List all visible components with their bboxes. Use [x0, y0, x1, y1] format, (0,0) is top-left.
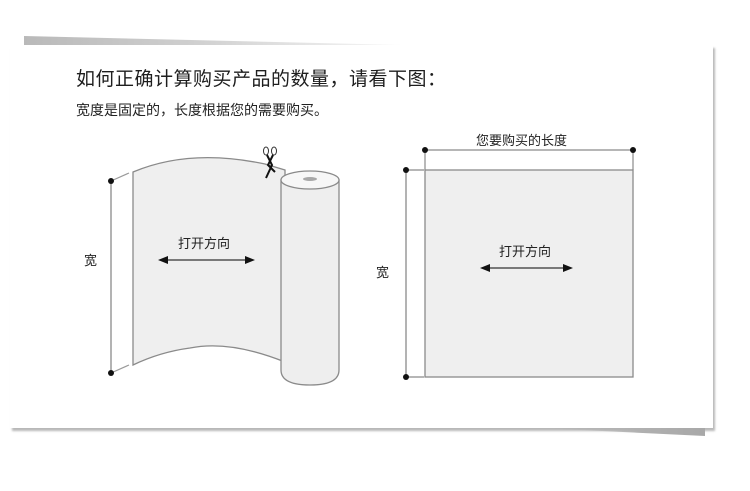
sheet-width-label: 宽	[376, 266, 390, 281]
sheet-length-label: 您要购买的长度	[476, 134, 568, 149]
page-title: 如何正确计算购买产品的数量，请看下图：	[76, 68, 447, 90]
scissors-icon	[263, 146, 277, 179]
sheet-direction-label: 打开方向	[499, 245, 552, 260]
card-shadow-bottom	[540, 428, 705, 436]
page-subtitle: 宽度是固定的，长度根据您的需要购买。	[76, 103, 328, 119]
roll-direction-label: 打开方向	[178, 237, 231, 252]
roll-width-label: 宽	[84, 254, 98, 269]
card-shadow-top	[24, 36, 444, 46]
